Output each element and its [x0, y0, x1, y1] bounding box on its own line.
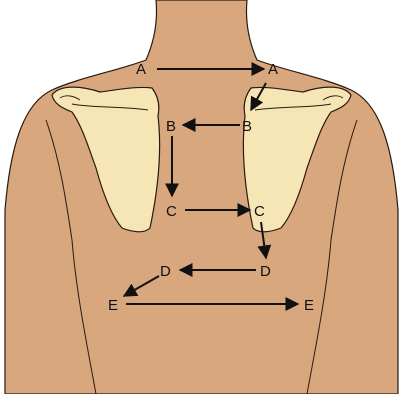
label-e-left: E — [108, 297, 118, 314]
label-b-right: B — [242, 118, 252, 135]
label-e-right: E — [304, 297, 314, 314]
label-d-right: D — [260, 263, 271, 280]
label-a-right: A — [268, 61, 278, 78]
label-b-left: B — [166, 118, 176, 135]
label-d-left: D — [160, 263, 171, 280]
label-a-left: A — [136, 61, 146, 78]
torso — [5, 0, 398, 394]
label-c-left: C — [166, 203, 177, 220]
label-c-right: C — [254, 203, 265, 220]
